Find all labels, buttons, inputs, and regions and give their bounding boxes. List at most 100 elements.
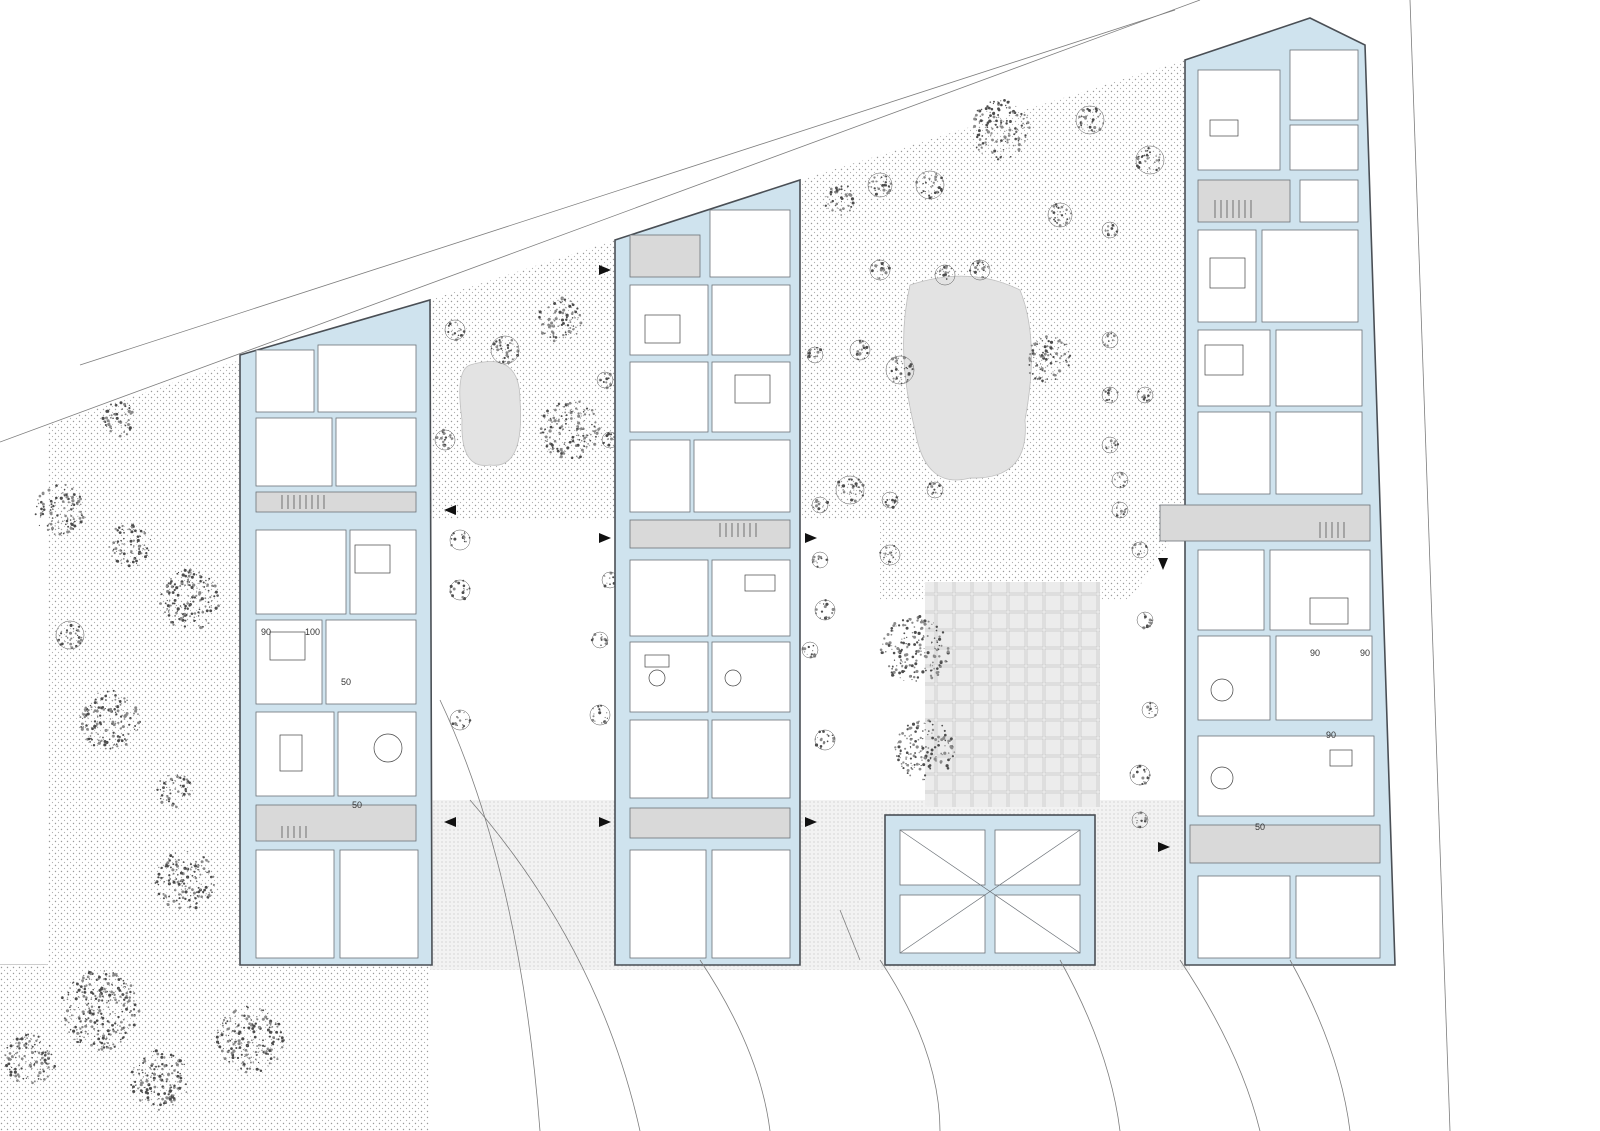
tree-icon-dot: [985, 107, 988, 110]
tree-icon-dot: [945, 267, 947, 269]
tree-icon-dot: [831, 209, 833, 211]
tree-icon-dot: [115, 1021, 116, 1022]
tree-icon-dot: [568, 427, 569, 428]
tree-icon-dot: [993, 112, 995, 114]
tree-icon-dot: [541, 332, 544, 335]
tree-icon-dot: [550, 321, 553, 324]
tree-icon-dot: [907, 643, 910, 646]
tree-icon-dot: [1120, 486, 1122, 488]
tree-icon-dot: [1014, 127, 1017, 130]
tree-icon-dot: [452, 722, 455, 725]
tree-icon-dot: [218, 1045, 221, 1048]
tree-icon-dot: [103, 1043, 105, 1045]
tree-icon-dot: [156, 881, 157, 882]
tree-icon-dot: [991, 151, 993, 153]
tree-icon-dot: [201, 860, 204, 863]
tree-icon-dot: [166, 584, 169, 587]
tree-icon-dot: [117, 540, 119, 542]
tree-icon-dot: [127, 1007, 128, 1008]
tree-icon-dot: [891, 554, 893, 556]
tree-icon-dot: [119, 996, 121, 998]
tree-icon-dot: [194, 871, 196, 873]
tree-icon-dot: [906, 658, 909, 661]
tree-icon-dot: [885, 501, 887, 503]
tree-icon-dot: [976, 265, 977, 266]
tree-icon-dot: [990, 101, 992, 103]
tree-icon-dot: [121, 414, 123, 416]
tree-icon-dot: [581, 449, 584, 452]
dimension-label: 90: [1360, 648, 1370, 658]
tree-icon-dot: [102, 995, 104, 997]
tree-icon-dot: [918, 618, 919, 619]
tree-icon-dot: [90, 998, 92, 1000]
tree-icon-dot: [922, 779, 924, 781]
tree-icon-dot: [79, 1028, 81, 1030]
tree-icon-dot: [174, 780, 175, 781]
tree-icon-dot: [105, 410, 108, 413]
tree-icon-dot: [208, 590, 210, 592]
tree-icon-dot: [226, 1028, 229, 1031]
tree-icon-dot: [500, 348, 502, 350]
tree-icon-dot: [280, 1031, 282, 1033]
tree-icon-dot: [72, 517, 73, 518]
tree-icon-dot: [131, 1014, 134, 1017]
tree-icon-dot: [848, 478, 850, 480]
tree-icon-dot: [31, 1082, 34, 1085]
tree-icon-dot: [929, 768, 931, 770]
tree-icon-dot: [112, 1011, 114, 1013]
tree-icon-dot: [1055, 361, 1057, 363]
tree-icon-dot: [1013, 145, 1015, 147]
tree-icon-dot: [248, 1057, 250, 1059]
tree-icon-dot: [950, 737, 953, 740]
tree-icon-dot: [175, 612, 178, 615]
tree-icon-dot: [71, 499, 74, 502]
tree-icon-dot: [273, 1056, 275, 1058]
tree-icon-dot: [124, 1032, 126, 1034]
tree-icon-dot: [179, 585, 181, 587]
tree-icon-dot: [76, 991, 78, 993]
tree-icon-dot: [895, 749, 896, 750]
tree-icon-dot: [1143, 613, 1144, 614]
tree-icon-dot: [549, 451, 551, 453]
tree-icon-dot: [909, 774, 911, 776]
corridor-b2: [630, 808, 790, 838]
tree-icon-dot: [143, 531, 145, 533]
tree-icon-dot: [130, 540, 133, 543]
tree-icon-dot: [70, 515, 72, 517]
tree-icon-dot: [1111, 443, 1112, 444]
tree-icon-dot: [552, 325, 555, 328]
tree-icon-dot: [554, 320, 556, 322]
tree-icon-dot: [592, 715, 594, 717]
tree-icon-dot: [550, 418, 552, 420]
tree-icon-dot: [205, 859, 208, 862]
tree-icon-dot: [569, 430, 570, 431]
tree-icon-dot: [237, 1069, 238, 1070]
tree-icon-dot: [26, 1037, 28, 1039]
tree-icon-dot: [178, 859, 180, 861]
tree-icon-dot: [549, 419, 552, 422]
tree-icon-dot: [578, 439, 580, 441]
tree-icon-dot: [25, 1047, 27, 1049]
tree-icon-dot: [1028, 364, 1030, 366]
tree-icon-dot: [243, 1014, 246, 1017]
tree-icon-dot: [123, 558, 125, 560]
tree-icon-dot: [281, 1040, 284, 1043]
tree-icon-dot: [281, 1036, 284, 1039]
tree-icon-dot: [203, 867, 206, 870]
tree-icon-dot: [116, 975, 118, 977]
tree-icon-dot: [1018, 140, 1020, 142]
tree-icon-dot: [930, 186, 931, 187]
tree-icon-dot: [146, 555, 147, 556]
tree-icon-dot: [72, 503, 74, 505]
tree-icon-dot: [881, 262, 884, 265]
tree-icon-dot: [218, 1042, 220, 1044]
tree-icon-dot: [1114, 479, 1116, 481]
tree-icon-dot: [80, 1021, 81, 1022]
tree-icon-dot: [199, 626, 202, 629]
tree-icon-dot: [110, 718, 112, 720]
tree-icon-dot: [264, 1051, 265, 1052]
tree-icon-dot: [174, 882, 176, 884]
tree-icon-dot: [115, 723, 116, 724]
tree-icon-dot: [1137, 157, 1140, 160]
tree-icon-dot: [120, 721, 122, 723]
